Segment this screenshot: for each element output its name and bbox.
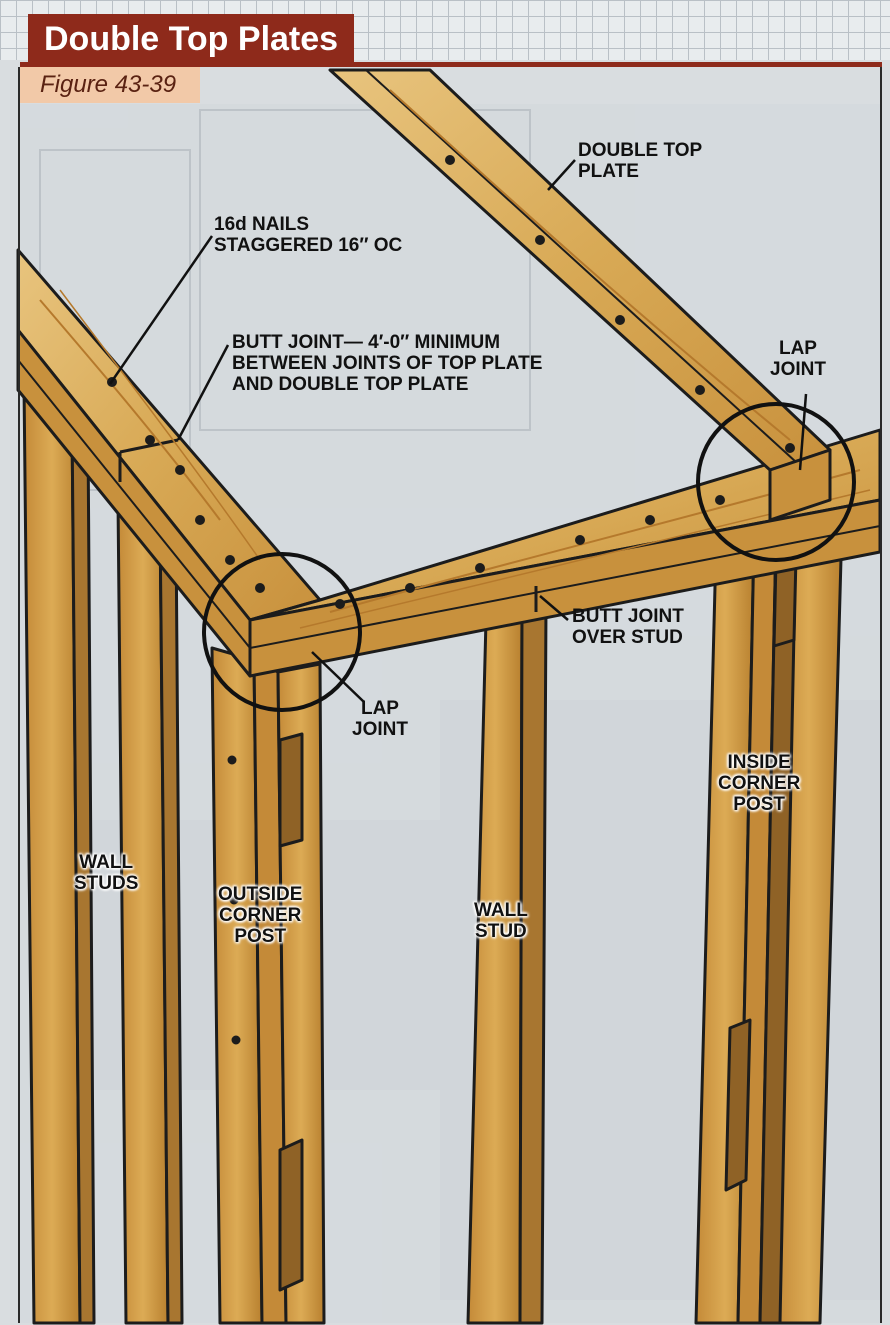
callout-lap-joint-left: LAP JOINT xyxy=(352,698,408,740)
callout-double-top-plate: DOUBLE TOP PLATE xyxy=(578,140,703,182)
callout-wall-stud: WALL STUD xyxy=(474,900,528,942)
callout-butt-joint-over-stud: BUTT JOINT OVER STUD xyxy=(572,606,684,648)
center-wall-stud xyxy=(466,604,548,1325)
back-top-plate xyxy=(328,68,832,522)
callout-butt-joint-top-plate: BUTT JOINT— 4′-0″ MINIMUM BETWEEN JOINTS… xyxy=(232,332,543,395)
figure-label: Figure 43-39 xyxy=(20,67,200,103)
callout-lap-joint-right: LAP JOINT xyxy=(770,338,826,380)
callout-wall-studs: WALL STUDS xyxy=(74,852,139,894)
callout-16d-nails: 16d NAILS STAGGERED 16″ OC xyxy=(214,214,403,256)
callout-outside-corner-post: OUTSIDE CORNER POST xyxy=(218,884,303,947)
left-wall-studs xyxy=(22,383,184,1325)
leader-lines xyxy=(108,159,808,703)
title-rule xyxy=(20,62,882,67)
lap-joint-circle-right xyxy=(696,402,856,562)
page-title: Double Top Plates xyxy=(28,14,355,62)
inside-corner-post xyxy=(694,520,844,1325)
lap-joint-circle-left xyxy=(202,552,362,712)
outside-corner-post xyxy=(210,646,326,1325)
callout-inside-corner-post: INSIDE CORNER POST xyxy=(718,752,801,815)
